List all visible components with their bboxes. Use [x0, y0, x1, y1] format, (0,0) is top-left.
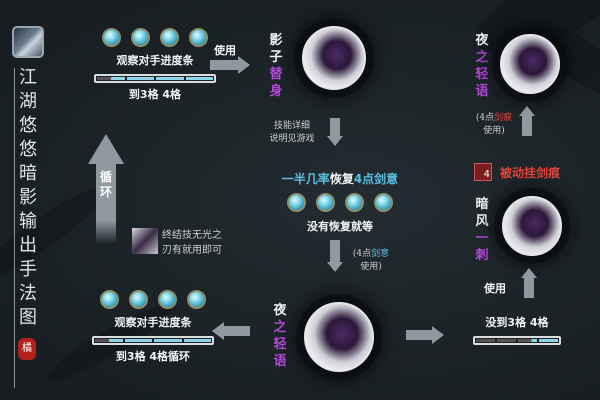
use-label: 使用 — [484, 282, 506, 295]
skill-icon-night-whisper — [304, 302, 374, 372]
title-char: 江 — [19, 67, 37, 88]
progress-segment — [497, 339, 516, 342]
title-char: 图 — [19, 307, 37, 328]
progress-caption: 到3格 4格循环 — [115, 350, 191, 363]
sword-intent-orb-icon — [374, 193, 393, 212]
sword-intent-orb-icon — [189, 28, 208, 47]
finisher-skill-icon — [132, 228, 158, 254]
no-progress-block: 没到3格 4格 — [472, 314, 562, 345]
progress-segment — [518, 339, 537, 342]
progress-segment — [95, 339, 123, 342]
skill-name-night-whisper: 夜之轻语 — [272, 302, 288, 370]
progress-segment — [156, 77, 184, 80]
progress-bar — [94, 74, 216, 83]
recovery-caption: 没有恢复就等 — [307, 220, 373, 233]
skill-detail-note: 技能详细 说明见游戏 — [269, 121, 315, 144]
skill-name-char: 暗 — [475, 197, 489, 212]
title-char: 出 — [19, 235, 37, 256]
recovery-headline: 一半几率恢复4点剑意 — [281, 172, 399, 186]
skill-icon-shadow-substitute — [302, 26, 366, 90]
skill-name-char: 刺 — [475, 248, 489, 263]
progress-caption: 到3格 4格 — [128, 88, 182, 101]
progress-segment — [183, 339, 211, 342]
title-char: 影 — [19, 187, 37, 208]
progress-bar — [92, 336, 214, 345]
title-char: 悠 — [19, 115, 37, 136]
skill-name-char: 身 — [269, 84, 283, 99]
progress-segment — [124, 339, 152, 342]
skill-name-shadow-substitute: 影子替身 — [268, 32, 284, 100]
title-char: 输 — [19, 211, 37, 232]
center-recovery-block: 一半几率恢复4点剑意 没有恢复就等 — [270, 170, 410, 234]
skill-name-char: 夜 — [273, 303, 287, 318]
sword-intent-orbs — [270, 193, 410, 212]
skill-icon-dark-wind-stab — [502, 196, 562, 256]
progress-segment — [476, 339, 495, 342]
observe-progress-block-top: 观察对手进度条 到3格 4格 — [92, 28, 218, 102]
title-char: 手 — [19, 259, 37, 280]
sword-mark-use-note: (4点剑痕 使用) — [475, 113, 513, 136]
skill-name-char: 替 — [269, 67, 283, 82]
loop-label: 环 — [99, 185, 112, 199]
title-char: 法 — [19, 283, 37, 304]
observe-progress-block-bottom: 观察对手进度条 到3格 4格循环 — [90, 290, 216, 364]
arrow-right-icon — [406, 326, 444, 344]
skill-name-char: 一 — [475, 231, 489, 246]
title-char: 暗 — [19, 163, 37, 184]
sword-intent-orb-icon — [187, 290, 206, 309]
skill-icon-night-whisper — [500, 34, 560, 94]
skill-name-char: 风 — [475, 214, 489, 229]
observe-label: 观察对手进度条 — [116, 54, 194, 67]
skill-name-char: 轻 — [475, 67, 489, 82]
skill-name-dark-wind-stab: 暗风一刺 — [474, 196, 490, 264]
arrow-right-icon — [210, 56, 250, 74]
sword-intent-orbs — [90, 290, 216, 309]
arrow-up-icon — [521, 268, 537, 300]
skill-name-char: 之 — [475, 50, 489, 65]
sword-intent-orb-icon — [102, 28, 121, 47]
sword-intent-orbs — [92, 28, 218, 47]
skill-name-char: 影 — [269, 33, 283, 48]
arrow-down-icon — [327, 118, 343, 148]
progress-segment — [539, 339, 558, 342]
progress-segment — [97, 77, 125, 80]
observe-label: 观察对手进度条 — [114, 316, 192, 329]
arrow-down-icon — [327, 240, 343, 274]
sword-intent-orb-icon — [158, 290, 177, 309]
skill-name-char: 语 — [475, 84, 489, 99]
use-label: 使用 — [214, 44, 236, 57]
skill-name-char: 之 — [273, 320, 287, 335]
sidebar-divider — [14, 68, 15, 388]
sword-intent-orb-icon — [316, 193, 335, 212]
sword-intent-orb-icon — [100, 290, 119, 309]
skill-name-char: 夜 — [475, 33, 489, 48]
arrow-up-icon — [519, 106, 535, 138]
page-title-vertical: 江湖悠悠暗影输出手法图 — [18, 66, 38, 330]
skill-name-night-whisper: 夜之轻语 — [474, 32, 490, 100]
progress-segment — [154, 339, 182, 342]
red-seal-stamp: 橘 — [18, 338, 36, 360]
progress-segment — [126, 77, 154, 80]
passive-label: 被动挂剑痕 — [500, 166, 561, 180]
passive-sword-mark-icon: 4 — [474, 163, 492, 181]
sword-intent-orb-icon — [131, 28, 150, 47]
sword-intent-orb-icon — [129, 290, 148, 309]
progress-segment — [185, 77, 213, 80]
skill-name-char: 子 — [269, 50, 283, 65]
arrow-left-icon — [212, 322, 250, 340]
sword-intent-orb-icon — [287, 193, 306, 212]
progress-bar — [473, 336, 561, 345]
title-char: 湖 — [19, 91, 37, 112]
skill-name-char: 语 — [273, 354, 287, 369]
finisher-note: 终结技无光之 刃有就用即可 — [162, 230, 222, 256]
loop-label: 循 — [99, 170, 112, 184]
progress-caption: 没到3格 4格 — [485, 316, 549, 329]
skill-name-char: 轻 — [273, 337, 287, 352]
title-char: 悠 — [19, 139, 37, 160]
character-avatar — [12, 26, 44, 58]
sword-intent-orb-icon — [345, 193, 364, 212]
sword-intent-orb-icon — [160, 28, 179, 47]
sword-intent-use-note: (4点剑意 使用) — [352, 249, 390, 272]
loop-arrow-up-icon: 循 环 — [88, 134, 124, 254]
